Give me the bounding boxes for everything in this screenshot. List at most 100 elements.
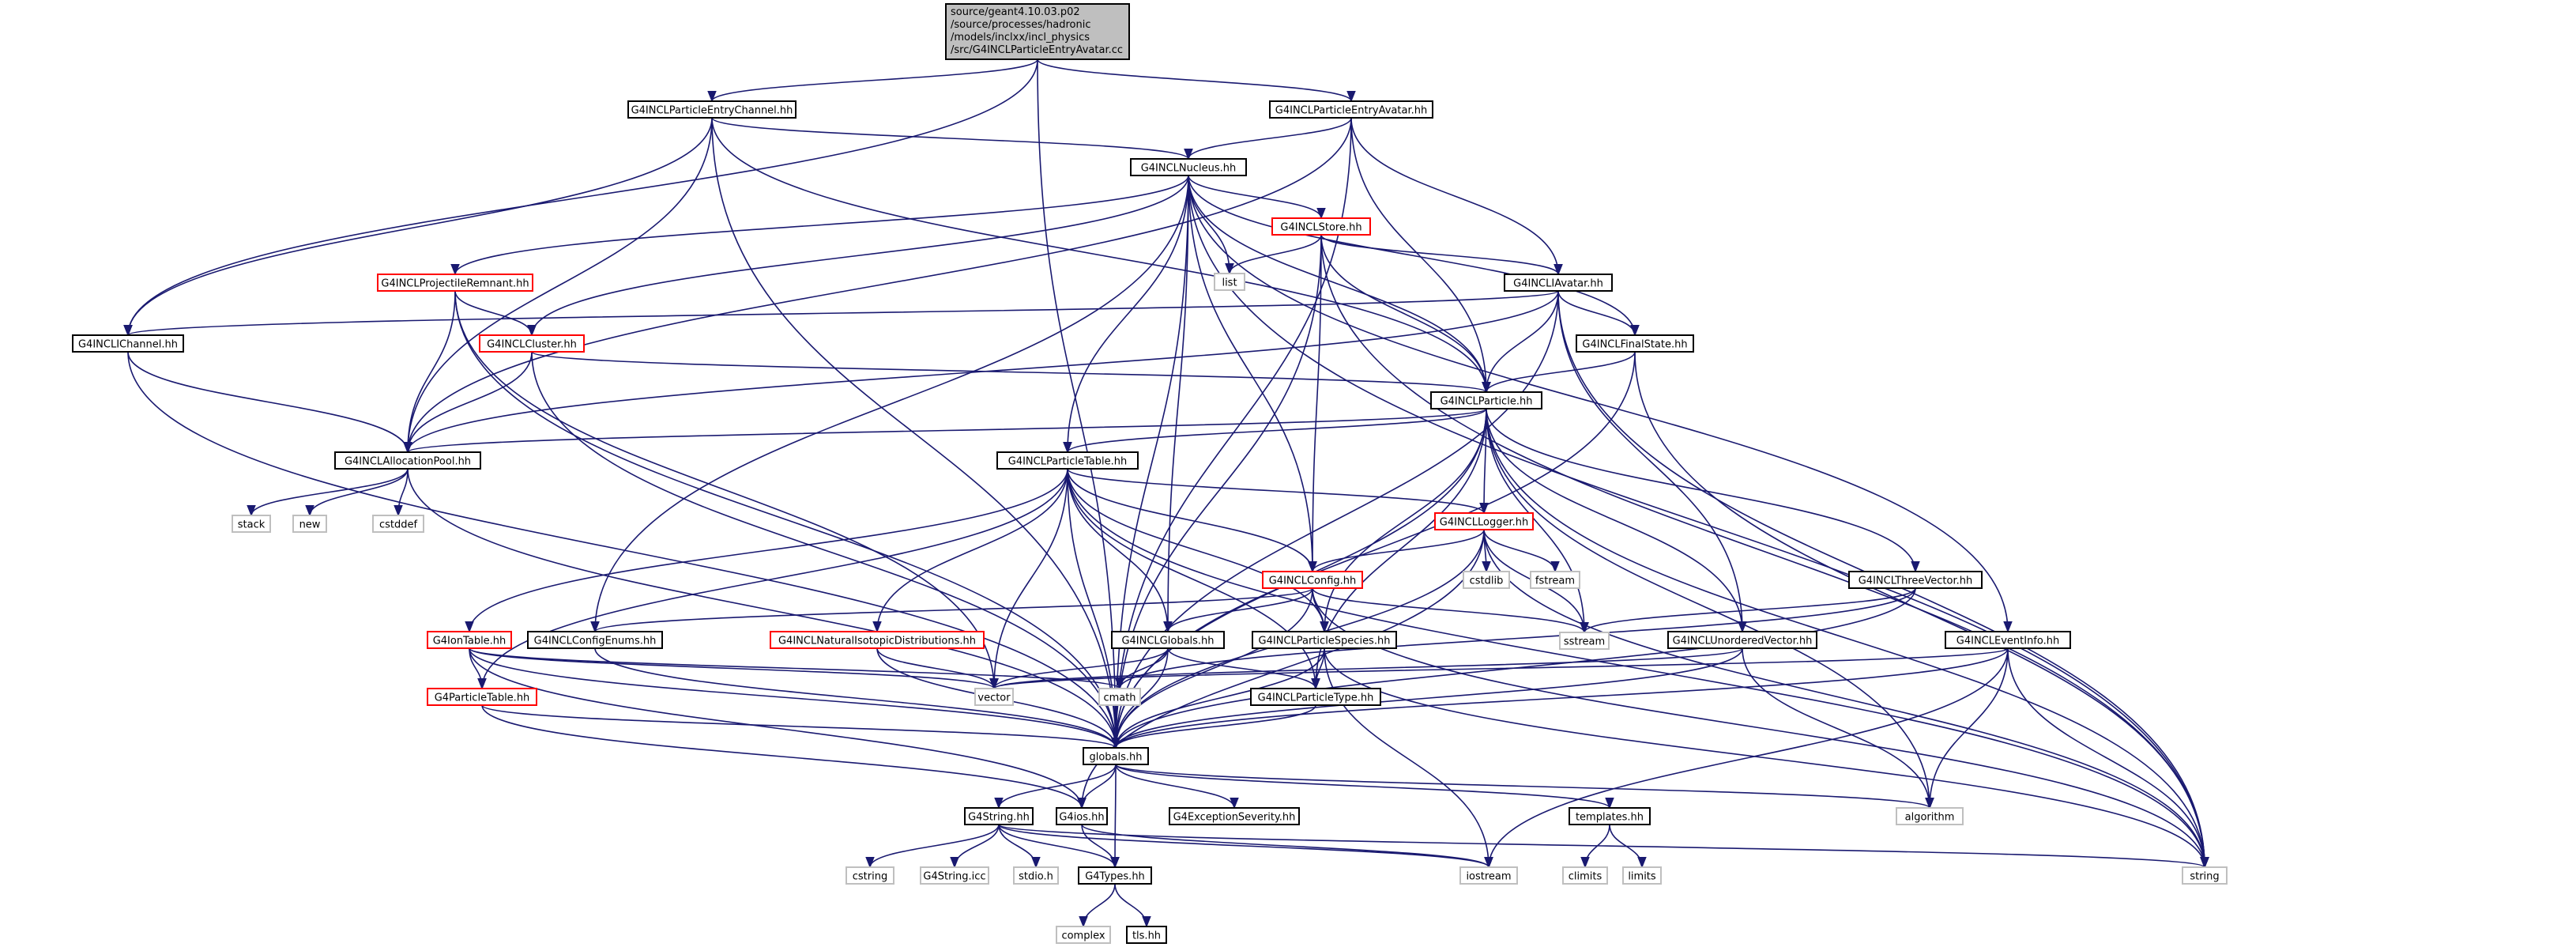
- node-box: [479, 334, 585, 353]
- node-label: G4INCLParticleType.hh: [1258, 692, 1374, 704]
- edge-entryavatar-to-iavatar: [1350, 117, 1563, 276]
- node-projrem[interactable]: G4INCLProjectileRemnant.hh: [377, 274, 533, 292]
- node-box: [377, 274, 533, 292]
- node-g4ios[interactable]: G4ios.hh: [1056, 807, 1108, 825]
- node-box: [1126, 926, 1167, 944]
- edge-g4string-to-string: [998, 824, 2209, 869]
- node-vector[interactable]: vector: [974, 688, 1014, 706]
- edge-logger-to-fstream: [1483, 529, 1560, 573]
- node-box: [1111, 631, 1225, 649]
- node-iontable[interactable]: G4IonTable.hh: [427, 631, 512, 649]
- edge-natiso-to-vector: [876, 647, 999, 690]
- edge-inclglobals-to-cmath: [1115, 647, 1169, 690]
- node-label: G4INCLFinalState.hh: [1582, 339, 1687, 351]
- node-templates[interactable]: templates.hh: [1569, 807, 1651, 825]
- node-particle[interactable]: G4INCLParticle.hh: [1430, 391, 1542, 409]
- node-iavatar[interactable]: G4INCLIAvatar.hh: [1504, 274, 1613, 292]
- node-fstream[interactable]: fstream: [1530, 571, 1580, 589]
- edge-g4string-to-g4stringicc: [950, 824, 1000, 869]
- edge-eventinfo-to-iostream: [1484, 647, 2009, 869]
- edge-projrem-to-cluster: [454, 290, 537, 337]
- edge-inclglobals-to-vector: [989, 647, 1169, 690]
- node-configenums[interactable]: G4INCLConfigEnums.hh: [527, 631, 663, 649]
- node-box: [1576, 334, 1694, 353]
- node-complex[interactable]: complex: [1056, 926, 1111, 944]
- node-list[interactable]: list: [1214, 273, 1245, 291]
- node-ichannel[interactable]: G4INCLIChannel.hh: [72, 334, 184, 353]
- node-new[interactable]: new: [292, 515, 327, 533]
- edge-ptable-to-pspecies: [1067, 468, 1329, 633]
- edge-pspecies-to-globals: [1111, 647, 1325, 749]
- edge-ptable-to-vector: [989, 468, 1068, 690]
- node-entryavatar[interactable]: G4INCLParticleEntryAvatar.hh: [1269, 100, 1433, 119]
- node-eventinfo[interactable]: G4INCLEventInfo.hh: [1945, 631, 2071, 649]
- node-cluster[interactable]: G4INCLCluster.hh: [479, 334, 585, 353]
- node-g4ptable[interactable]: G4ParticleTable.hh: [427, 688, 537, 706]
- node-label: G4INCLParticleTable.hh: [1008, 456, 1127, 468]
- node-cstring[interactable]: cstring: [845, 866, 894, 885]
- edge-pspecies-to-string: [1324, 647, 2209, 869]
- node-g4stringicc[interactable]: G4String.icc: [920, 866, 989, 885]
- node-unordvec[interactable]: G4INCLUnorderedVector.hh: [1667, 631, 1817, 649]
- node-box: [920, 866, 989, 885]
- node-globals[interactable]: globals.hh: [1083, 747, 1149, 765]
- node-label: cstring: [853, 871, 887, 883]
- node-logger[interactable]: G4INCLLogger.hh: [1434, 512, 1534, 530]
- node-pspecies[interactable]: G4INCLParticleSpecies.hh: [1252, 631, 1397, 649]
- node-inclglobals[interactable]: G4INCLGlobals.hh: [1111, 631, 1225, 649]
- node-cstddef[interactable]: cstddef: [372, 515, 424, 533]
- edge-particle-to-algorithm: [1486, 408, 1934, 809]
- node-g4string[interactable]: G4String.hh: [964, 807, 1034, 825]
- node-threevec[interactable]: G4INCLThreeVector.hh: [1848, 571, 1983, 589]
- node-ptable[interactable]: G4INCLParticleTable.hh: [996, 451, 1139, 470]
- node-limits[interactable]: limits: [1622, 866, 1662, 885]
- node-label: new: [299, 519, 321, 531]
- node-nucleus[interactable]: G4INCLNucleus.hh: [1130, 158, 1247, 176]
- node-box: [2182, 866, 2228, 885]
- node-climits[interactable]: climits: [1562, 866, 1608, 885]
- edge-entryavatar-to-nucleus: [1184, 117, 1352, 160]
- node-box: [1078, 866, 1152, 885]
- node-tls[interactable]: tls.hh: [1126, 926, 1167, 944]
- node-box: [1130, 158, 1247, 176]
- node-finalstate[interactable]: G4INCLFinalState.hh: [1576, 334, 1694, 353]
- edge-eventinfo-to-algorithm: [1925, 647, 2009, 809]
- node-box: [1056, 807, 1108, 825]
- node-config[interactable]: G4INCLConfig.hh: [1262, 571, 1363, 589]
- node-cmath[interactable]: cmath: [1098, 688, 1141, 706]
- edge-finalstate-to-string: [1634, 351, 2209, 869]
- edge-ichannel-to-globals: [127, 351, 1120, 749]
- node-algorithm[interactable]: algorithm: [1896, 807, 1964, 825]
- node-ptype[interactable]: G4INCLParticleType.hh: [1250, 688, 1381, 706]
- node-stack[interactable]: stack: [232, 515, 271, 533]
- edge-g4types-to-tls: [1114, 883, 1151, 928]
- node-box: [1945, 631, 2071, 649]
- edge-nucleus-to-string: [1188, 175, 2209, 869]
- node-allocpool[interactable]: G4INCLAllocationPool.hh: [334, 451, 481, 470]
- node-stdio[interactable]: stdio.h: [1013, 866, 1059, 885]
- node-label: fstream: [1535, 576, 1575, 587]
- node-iostream[interactable]: iostream: [1459, 866, 1518, 885]
- edge-entryavatar-to-allocpool: [403, 117, 1352, 454]
- node-sstream[interactable]: sstream: [1559, 632, 1610, 650]
- edge-eventinfo-to-vector: [989, 647, 2009, 690]
- edge-threevec-to-cmath: [1115, 587, 1916, 690]
- edge-pspecies-to-iostream: [1324, 647, 1493, 869]
- node-cstdlib[interactable]: cstdlib: [1463, 571, 1510, 589]
- edge-store-to-globals: [1111, 234, 1322, 749]
- node-entrychannel[interactable]: G4INCLParticleEntryChannel.hh: [627, 100, 797, 119]
- node-box: [1667, 631, 1817, 649]
- edge-nucleus-to-store: [1188, 175, 1326, 220]
- node-g4types[interactable]: G4Types.hh: [1078, 866, 1152, 885]
- edge-entrychannel-to-allocpool: [403, 117, 713, 454]
- edge-particle-to-threevec: [1486, 408, 1920, 573]
- edge-particle-to-logger: [1479, 408, 1489, 515]
- edge-finalstate-to-particle: [1482, 351, 1636, 394]
- node-string[interactable]: string: [2182, 866, 2228, 885]
- node-root[interactable]: source/geant4.10.03.p02/source/processes…: [945, 3, 1130, 60]
- node-natiso[interactable]: G4INCLNaturalIsotopicDistributions.hh: [770, 631, 985, 649]
- node-store[interactable]: G4INCLStore.hh: [1271, 217, 1371, 236]
- node-exsev[interactable]: G4ExceptionSeverity.hh: [1169, 807, 1300, 825]
- edge-allocpool-to-globals: [407, 468, 1120, 749]
- edge-nucleus-to-particle: [1188, 175, 1491, 394]
